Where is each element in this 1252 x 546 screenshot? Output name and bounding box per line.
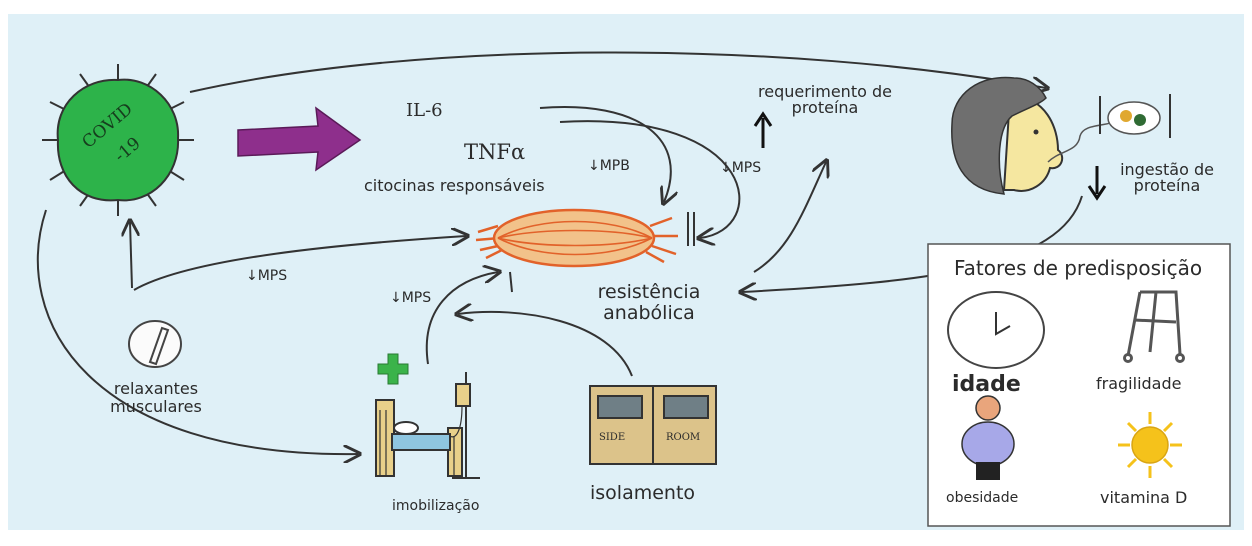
cytokines-caption: citocinas responsáveis [364, 176, 545, 195]
factors-title: Fatores de predisposição [954, 256, 1203, 280]
sun-icon [1118, 412, 1182, 478]
factor-obesity-label: obesidade [946, 490, 1019, 506]
obese-person-icon [961, 395, 1015, 480]
door-left-sign: SIDE [599, 432, 626, 443]
clock-icon [947, 291, 1045, 369]
covid-virus-icon [42, 64, 194, 216]
up-arrow-icon [753, 111, 773, 148]
hospital-bed-icon [375, 372, 480, 479]
tnf-label: TNFα [464, 140, 526, 164]
person-eating-icon [951, 76, 1171, 195]
immobilization-label: imobilização [392, 498, 480, 514]
factor-vitamin-d-label: vitamina D [1100, 488, 1188, 507]
down-arrow-icon [1087, 166, 1107, 201]
il6-label: IL-6 [406, 100, 443, 121]
double-bar-icon [687, 212, 695, 246]
mps-left-label: ↓MPS [246, 268, 288, 284]
isolation-label: isolamento [590, 482, 696, 504]
walker-icon [1123, 290, 1185, 363]
mpb-label: ↓MPB [588, 158, 630, 174]
factor-frailty-label: fragilidade [1096, 374, 1182, 393]
medical-cross-icon [377, 353, 409, 385]
mps-right-label: ↓MPS [720, 160, 762, 176]
door-right-sign: ROOM [666, 432, 701, 443]
factor-age-label: idade [952, 372, 1021, 397]
muscle-icon [475, 208, 678, 268]
purple-arrow-icon [237, 106, 362, 172]
isolation-door-icon [589, 385, 717, 465]
mps-center-label: ↓MPS [390, 290, 432, 306]
pill-icon [128, 320, 182, 368]
